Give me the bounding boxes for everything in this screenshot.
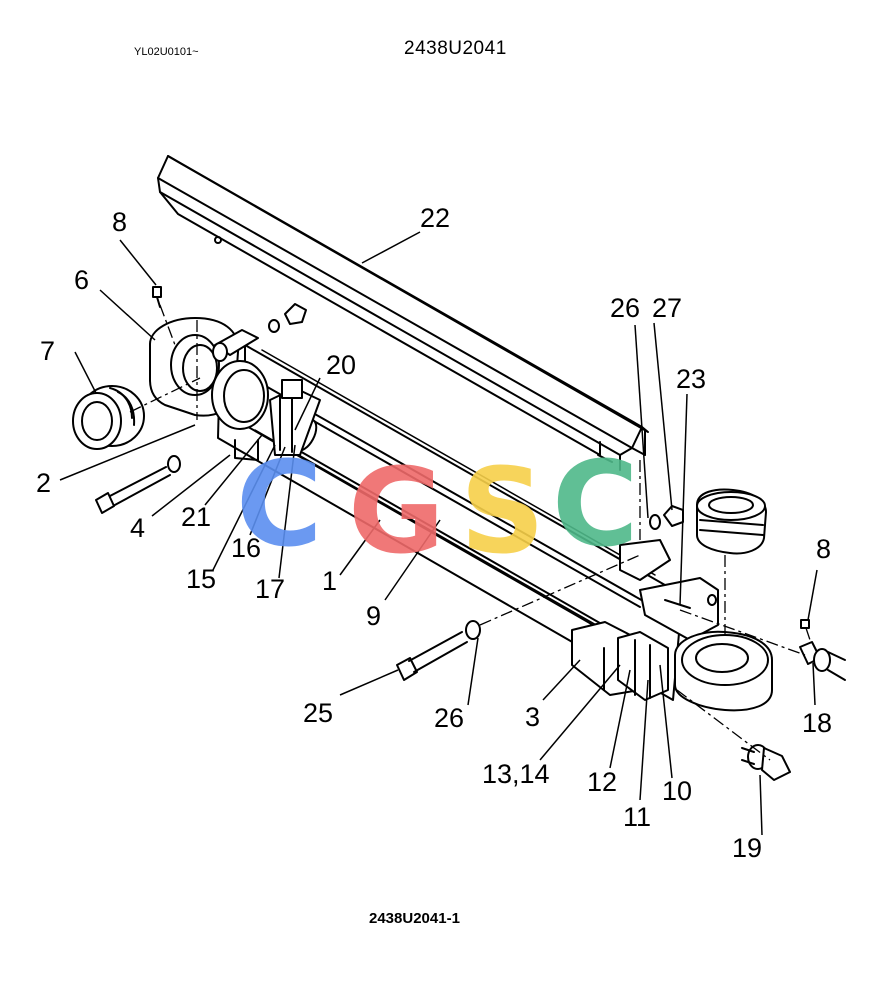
callout-2: 2 <box>36 468 51 498</box>
left-bushing-drawing <box>72 385 145 450</box>
grease-fittings-drawing <box>152 286 810 629</box>
callout-15: 15 <box>186 564 216 594</box>
callout-4: 4 <box>130 513 145 543</box>
cylinder-head-drawing <box>211 360 269 461</box>
callout-12: 12 <box>587 767 617 797</box>
rod-head-parts-drawing <box>617 631 669 701</box>
callout-labels: 1 2 3 4 6 7 8 8 9 10 11 12 13,14 15 16 1… <box>36 203 832 863</box>
callout-11: 11 <box>623 802 651 832</box>
callout-9: 9 <box>366 601 381 631</box>
callout-1: 1 <box>322 566 337 596</box>
right-eye-drawing <box>674 630 773 712</box>
lower-bolt-drawing <box>396 620 481 681</box>
guard-cover-drawing <box>157 155 649 471</box>
leader-lines <box>59 231 818 836</box>
callout-10: 10 <box>662 776 692 806</box>
callout-16: 16 <box>231 533 261 563</box>
callout-8-left: 8 <box>112 207 127 237</box>
callout-7: 7 <box>40 336 55 366</box>
callout-26-lower: 26 <box>434 703 464 733</box>
center-lines <box>129 304 811 761</box>
callout-21: 21 <box>181 502 211 532</box>
callout-19: 19 <box>732 833 762 863</box>
callout-23: 23 <box>676 364 706 394</box>
callout-18: 18 <box>802 708 832 738</box>
serial-range: YL02U0101~ <box>134 46 199 58</box>
callout-26-upper: 26 <box>610 293 640 323</box>
callout-8-right: 8 <box>816 534 831 564</box>
callout-6: 6 <box>74 265 89 295</box>
bolt-18-drawing <box>799 641 846 681</box>
watermark-letter-c2: C <box>552 435 639 573</box>
cgsc-watermark: C G S C <box>236 435 639 580</box>
left-bolt-drawing <box>95 455 181 514</box>
callout-20: 20 <box>326 350 356 380</box>
callout-22: 22 <box>420 203 450 233</box>
watermark-letter-c1: C <box>236 435 323 573</box>
drawing-number: 2438U2041 <box>404 38 507 59</box>
bolt-19-drawing <box>741 744 791 781</box>
figure-caption: 2438U2041-1 <box>369 910 460 927</box>
upper-fasteners-drawing <box>268 303 684 530</box>
callout-17: 17 <box>255 574 285 604</box>
callout-25: 25 <box>303 698 333 728</box>
watermark-letter-g: G <box>348 442 445 580</box>
callout-13-14: 13,14 <box>482 759 550 789</box>
callout-27: 27 <box>652 293 682 323</box>
bracket-23-drawing <box>619 539 719 641</box>
watermark-letter-s: S <box>460 442 545 580</box>
left-pin-drawing <box>212 329 259 362</box>
callout-3: 3 <box>525 702 540 732</box>
right-bushing-drawing <box>696 488 767 555</box>
